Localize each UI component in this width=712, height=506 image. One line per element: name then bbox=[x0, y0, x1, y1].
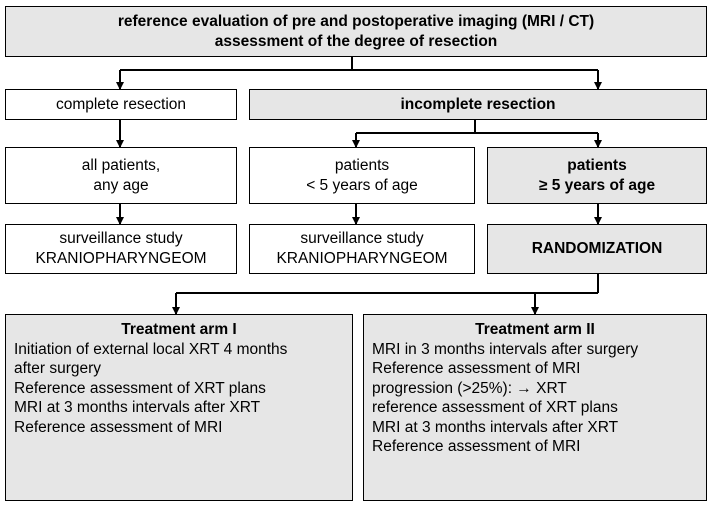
patients-over5-box: patients ≥ 5 years of age bbox=[487, 147, 707, 204]
arm2-line: MRI at 3 months intervals after XRT bbox=[372, 418, 619, 436]
header-box: reference evaluation of pre and postoper… bbox=[5, 6, 707, 57]
arm2-line: progression (>25%): → XRT bbox=[372, 379, 567, 397]
complete-resection-label: complete resection bbox=[55, 95, 187, 113]
arm1-line: Reference assessment of XRT plans bbox=[14, 379, 266, 397]
arm2-line: reference assessment of XRT plans bbox=[372, 399, 618, 416]
patients-over5-line1: patients bbox=[567, 156, 627, 174]
arm1-line: Reference assessment of MRI bbox=[14, 418, 223, 436]
randomization-split-line bbox=[176, 274, 599, 294]
arm1-line: Initiation of external local XRT 4 month… bbox=[14, 340, 288, 358]
treatment-arm-2-box: Treatment arm II MRI in 3 months interva… bbox=[363, 314, 707, 501]
surveillance-mid-line1: surveillance study bbox=[300, 230, 424, 247]
arm2-line: Reference assessment of MRI bbox=[372, 360, 581, 377]
patients-under5-line1: patients bbox=[334, 156, 390, 174]
surveillance-left-box: surveillance study KRANIOPHARYNGEOM bbox=[5, 224, 237, 274]
arm1-line: MRI at 3 months intervals after XRT bbox=[14, 399, 261, 416]
incomplete-resection-box: incomplete resection bbox=[249, 89, 707, 120]
randomization-box: RANDOMIZATION bbox=[487, 224, 707, 274]
surveillance-mid-box: surveillance study KRANIOPHARYNGEOM bbox=[249, 224, 475, 274]
treatment-arm-2-title: Treatment arm II bbox=[475, 321, 595, 338]
all-patients-box: all patients, any age bbox=[5, 147, 237, 204]
surveillance-left-line1: surveillance study bbox=[59, 230, 183, 247]
header-split-line bbox=[120, 57, 598, 71]
header-line2: assessment of the degree of resection bbox=[214, 32, 498, 50]
all-patients-line1: all patients, bbox=[81, 156, 161, 174]
treatment-arm-1-box: Treatment arm I Initiation of external l… bbox=[5, 314, 353, 501]
complete-resection-box: complete resection bbox=[5, 89, 237, 120]
all-patients-line2: any age bbox=[93, 176, 149, 194]
patients-under5-line2: < 5 years of age bbox=[306, 176, 418, 194]
arm1-line: after surgery bbox=[14, 360, 102, 377]
randomization-label: RANDOMIZATION bbox=[531, 240, 663, 257]
arm2-line: Reference assessment of MRI bbox=[372, 438, 581, 455]
incomplete-split-line bbox=[356, 120, 598, 134]
incomplete-resection-label: incomplete resection bbox=[400, 95, 556, 113]
surveillance-mid-line2: KRANIOPHARYNGEOM bbox=[276, 250, 448, 267]
arm2-line: MRI in 3 months intervals after surgery bbox=[372, 340, 639, 358]
patients-over5-line2: ≥ 5 years of age bbox=[538, 176, 656, 194]
header-line1: reference evaluation of pre and postoper… bbox=[117, 12, 595, 30]
surveillance-left-line2: KRANIOPHARYNGEOM bbox=[35, 250, 207, 267]
treatment-arm-1-title: Treatment arm I bbox=[121, 321, 237, 338]
patients-under5-box: patients < 5 years of age bbox=[249, 147, 475, 204]
